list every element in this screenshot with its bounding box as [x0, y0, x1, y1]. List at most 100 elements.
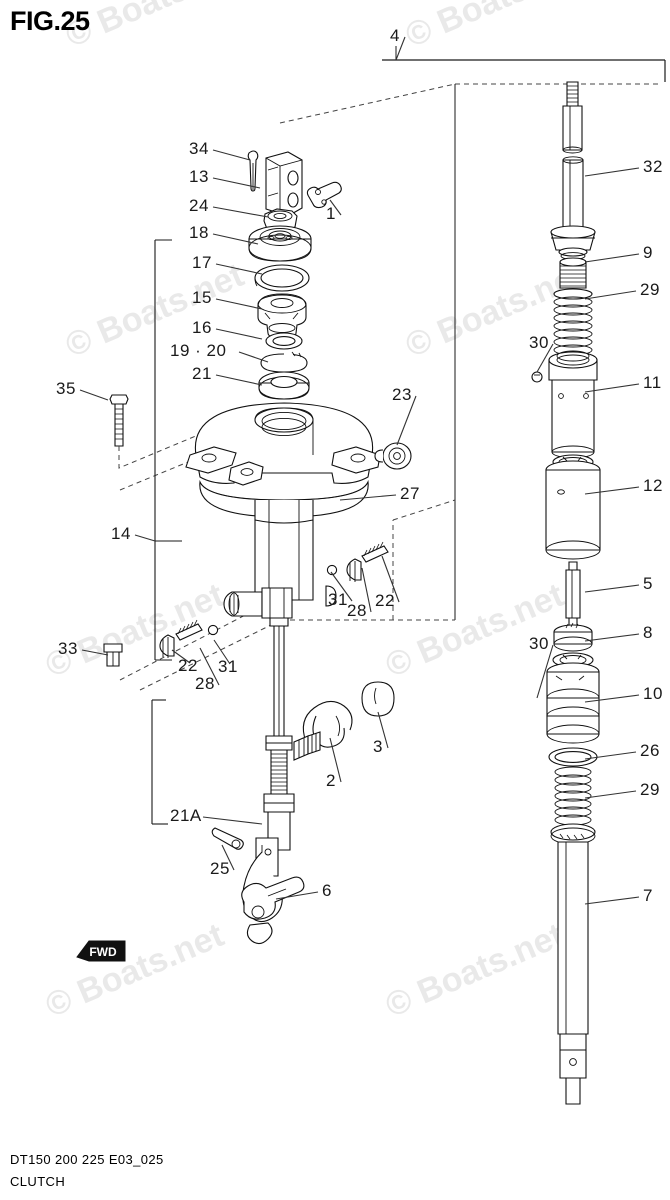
part-30-circlip-top	[531, 371, 543, 383]
figure-title: FIG.25	[10, 6, 90, 36]
part-32-shaft	[550, 156, 596, 260]
part-6-lever	[241, 876, 305, 945]
part-29-spring-top	[553, 288, 593, 356]
bracket-group-4	[382, 46, 666, 82]
callout-label-31-left: 31	[218, 657, 238, 676]
part-26-oring	[548, 747, 598, 767]
callout-label-27: 27	[400, 484, 420, 503]
leader-line-25	[221, 844, 235, 871]
leader-line-9	[584, 253, 640, 263]
leader-line-29-top	[584, 290, 637, 300]
part-11-cylinder	[548, 350, 598, 459]
callout-label-26: 26	[640, 741, 660, 760]
leader-line-8	[584, 633, 640, 642]
callout-label-15: 15	[192, 288, 212, 307]
part-13-bracket	[265, 151, 303, 217]
callout-label-8: 8	[643, 623, 653, 642]
part-34-cotter-pin	[247, 150, 259, 192]
bracket-group-14	[154, 239, 182, 661]
callout-label-19-20: 19 · 20	[170, 341, 227, 360]
leader-line-24	[212, 206, 269, 218]
part-group-22-28-31-right	[326, 541, 389, 582]
leader-line-34	[212, 149, 251, 161]
leader-line-18	[212, 233, 259, 245]
callout-label-32: 32	[643, 157, 663, 176]
part-lower-shift-rod	[223, 587, 295, 851]
callout-label-12: 12	[643, 476, 663, 495]
callout-label-21A: 21A	[170, 806, 202, 825]
footer-model-code: DT150 200 225 E03_025	[10, 1152, 164, 1167]
part-16-washer	[265, 332, 303, 350]
part-12-cylinder	[545, 460, 601, 560]
callout-label-5: 5	[643, 574, 653, 593]
part-29-spring-bottom	[550, 766, 596, 845]
callout-label-31-right: 31	[328, 590, 348, 609]
leader-line-19-20	[238, 351, 269, 363]
svg-text:FWD: FWD	[89, 945, 117, 959]
callout-label-34: 34	[189, 139, 209, 158]
leader-line-35	[79, 389, 109, 401]
callout-label-29-top: 29	[640, 280, 660, 299]
part-31-plug	[325, 585, 337, 607]
leader-line-14	[134, 534, 156, 542]
callout-label-22-right: 22	[375, 591, 395, 610]
part-17-oring	[254, 264, 310, 292]
leader-line-1	[329, 199, 342, 216]
callout-label-18: 18	[189, 223, 209, 242]
callout-label-35: 35	[56, 379, 76, 398]
part-10-piston	[546, 662, 600, 744]
part-8-bushing	[553, 622, 593, 652]
leader-line-5	[584, 584, 640, 593]
leader-line-3	[377, 711, 389, 749]
callout-label-17: 17	[192, 253, 212, 272]
part-1-pin	[306, 181, 342, 209]
leader-line-28-right	[361, 567, 372, 613]
leader-line-31-left	[213, 639, 231, 665]
callout-label-25: 25	[210, 859, 230, 878]
part-9-collar	[559, 257, 587, 289]
callout-label-33: 33	[58, 639, 78, 658]
callout-label-23: 23	[392, 385, 412, 404]
callout-label-24: 24	[189, 196, 209, 215]
leader-line-22-left	[171, 649, 191, 664]
leader-line-27	[339, 494, 397, 501]
callout-label-1: 1	[326, 204, 336, 223]
part-7-long-shaft	[557, 841, 589, 1105]
callout-label-13: 13	[189, 167, 209, 186]
callout-label-11: 11	[643, 373, 662, 392]
part-25-pin	[211, 827, 244, 850]
callout-label-2: 2	[326, 771, 336, 790]
leader-line-26	[584, 751, 637, 760]
part-19-20-snapring	[260, 351, 308, 373]
part-3-bumper	[361, 681, 395, 717]
callout-label-28-left: 28	[195, 674, 215, 693]
callout-label-14: 14	[111, 524, 131, 543]
leader-line-22-right	[381, 555, 400, 603]
leader-line-31-right	[330, 571, 353, 602]
leader-line-33	[81, 649, 109, 656]
leader-line-15	[215, 298, 263, 310]
leader-line-6	[275, 891, 319, 900]
leader-line-17	[215, 263, 263, 275]
leader-line-13	[212, 177, 261, 189]
callout-label-9: 9	[643, 243, 653, 262]
part-21-bearing	[258, 371, 310, 400]
part-23-grommet	[374, 442, 412, 470]
bracket-group-21A	[151, 699, 168, 825]
leader-line-21A	[202, 816, 263, 825]
leader-line-11	[584, 383, 640, 393]
callout-label-10: 10	[643, 684, 663, 703]
leader-line-28-left	[199, 647, 220, 686]
part-group-22-28-31-left	[159, 619, 219, 658]
callout-label-4: 4	[390, 26, 400, 45]
leader-line-12	[584, 486, 640, 495]
leader-line-30-bottom	[536, 644, 554, 699]
callout-label-6: 6	[322, 881, 332, 900]
leader-line-32	[584, 167, 640, 177]
callout-label-30-bottom: 30	[529, 634, 549, 653]
part-5-pin-shaft	[565, 561, 581, 627]
callout-label-3: 3	[373, 737, 383, 756]
part-35-bolt	[109, 394, 216, 469]
